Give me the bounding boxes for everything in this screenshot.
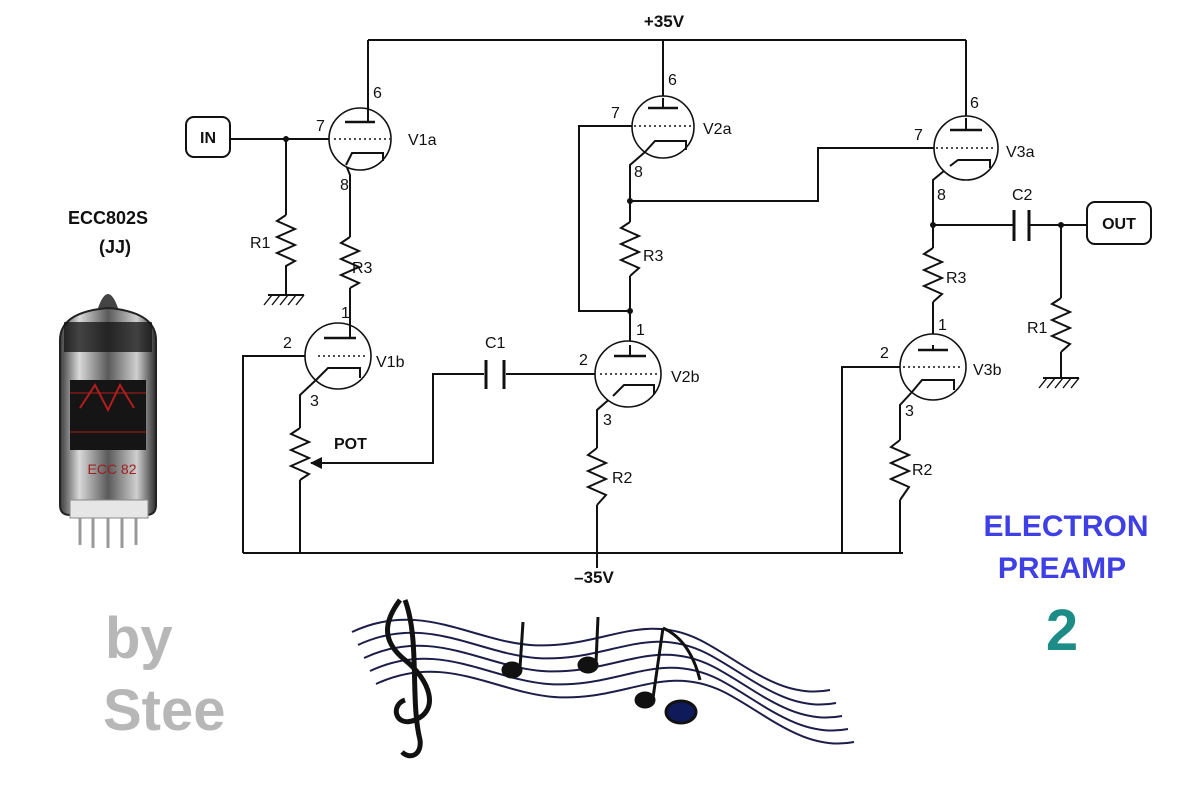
ground-in bbox=[263, 294, 305, 306]
title-line-1: ELECTRON bbox=[984, 510, 1149, 543]
credit-line-2: Stee bbox=[103, 678, 226, 743]
tube-v2b bbox=[594, 340, 662, 408]
pin-number: 6 bbox=[373, 85, 382, 102]
rail-negative-label: –35V bbox=[574, 568, 614, 587]
junction-dots bbox=[283, 136, 1064, 314]
label-r3-v1: R3 bbox=[352, 260, 373, 277]
capacitors bbox=[484, 210, 1031, 389]
pin-number: 3 bbox=[310, 393, 319, 410]
potentiometer bbox=[288, 427, 312, 481]
music-notes bbox=[501, 616, 702, 725]
pin-number: 8 bbox=[340, 177, 349, 194]
resistor-r3-v3 bbox=[921, 247, 945, 303]
tube-v2a bbox=[631, 95, 695, 159]
tube-maker-label: (JJ) bbox=[99, 237, 131, 257]
resistor-r3-v2 bbox=[618, 221, 642, 277]
title-line-2: PREAMP bbox=[998, 552, 1126, 585]
pin-number: 2 bbox=[283, 335, 292, 352]
tube-label-v1a: V1a bbox=[408, 132, 437, 149]
pin-number: 8 bbox=[937, 187, 946, 204]
tube-label-v2b: V2b bbox=[671, 369, 700, 386]
tube-photo: ECC802S (JJ) ECC 82 bbox=[59, 208, 157, 548]
label-c1: C1 bbox=[485, 335, 506, 352]
ground-out bbox=[1038, 377, 1080, 389]
pin-number: 7 bbox=[914, 127, 923, 144]
label-r3-v3: R3 bbox=[946, 270, 967, 287]
tube-label-v1b: V1b bbox=[376, 354, 405, 371]
pin-number: 8 bbox=[634, 164, 643, 181]
pin-number: 1 bbox=[341, 305, 350, 322]
label-c2: C2 bbox=[1012, 187, 1033, 204]
treble-clef-icon bbox=[385, 598, 432, 759]
pin-number: 6 bbox=[668, 72, 677, 89]
pin-number: 3 bbox=[603, 412, 612, 429]
label-r2-v3: R2 bbox=[912, 462, 933, 479]
output-port-label: OUT bbox=[1102, 216, 1136, 233]
label-r3-v2: R3 bbox=[643, 248, 664, 265]
tube-label-v2a: V2a bbox=[703, 121, 732, 138]
input-port: IN bbox=[185, 116, 231, 158]
pin-number: 2 bbox=[880, 345, 889, 362]
tube-v3b bbox=[899, 333, 967, 401]
resistor-r2-v3 bbox=[888, 439, 912, 501]
output-port: OUT bbox=[1086, 201, 1152, 245]
resistor-r2-v2 bbox=[585, 447, 609, 506]
tube-v1b bbox=[304, 322, 372, 390]
staff-lines bbox=[351, 618, 855, 745]
label-r1-out: R1 bbox=[1027, 320, 1048, 337]
pin-number: 7 bbox=[316, 118, 325, 135]
label-pot: POT bbox=[334, 436, 367, 453]
resistor-r1-out bbox=[1049, 297, 1073, 353]
resistor-r3-v1 bbox=[338, 236, 362, 289]
tube-label-v3a: V3a bbox=[1006, 144, 1035, 161]
rail-positive-label: +35V bbox=[644, 12, 685, 31]
tube-labels: V1a 6 7 8 V1b 1 2 3 V2a 6 7 8 V2b 1 2 3 … bbox=[283, 72, 1035, 429]
input-port-label: IN bbox=[200, 130, 216, 147]
pin-number: 6 bbox=[970, 95, 979, 112]
pin-number: 3 bbox=[905, 403, 914, 420]
title-number: 2 bbox=[1046, 598, 1078, 663]
tube-marking: ECC 82 bbox=[87, 461, 136, 477]
resistors bbox=[274, 214, 1073, 506]
pin-number: 7 bbox=[611, 105, 620, 122]
pot-wiper-arrow bbox=[310, 457, 322, 469]
component-labels: R1 R3 POT C1 R3 R2 R3 R2 C2 R1 bbox=[250, 187, 1048, 487]
tube-v1a bbox=[328, 107, 392, 171]
title-block: ELECTRON PREAMP 2 bbox=[984, 510, 1149, 663]
credit-line-1: by bbox=[105, 606, 173, 671]
tube-v3a bbox=[933, 115, 999, 181]
tube-label-v3b: V3b bbox=[973, 362, 1002, 379]
pin-number: 2 bbox=[579, 352, 588, 369]
label-r1-in: R1 bbox=[250, 235, 271, 252]
label-r2-v2: R2 bbox=[612, 470, 633, 487]
music-staff-decoration bbox=[351, 598, 855, 759]
pin-number: 1 bbox=[938, 317, 947, 334]
tube-model-label: ECC802S bbox=[68, 208, 148, 228]
resistor-r1-in bbox=[274, 214, 298, 295]
pin-number: 1 bbox=[636, 322, 645, 339]
credit: by Stee bbox=[103, 606, 226, 743]
